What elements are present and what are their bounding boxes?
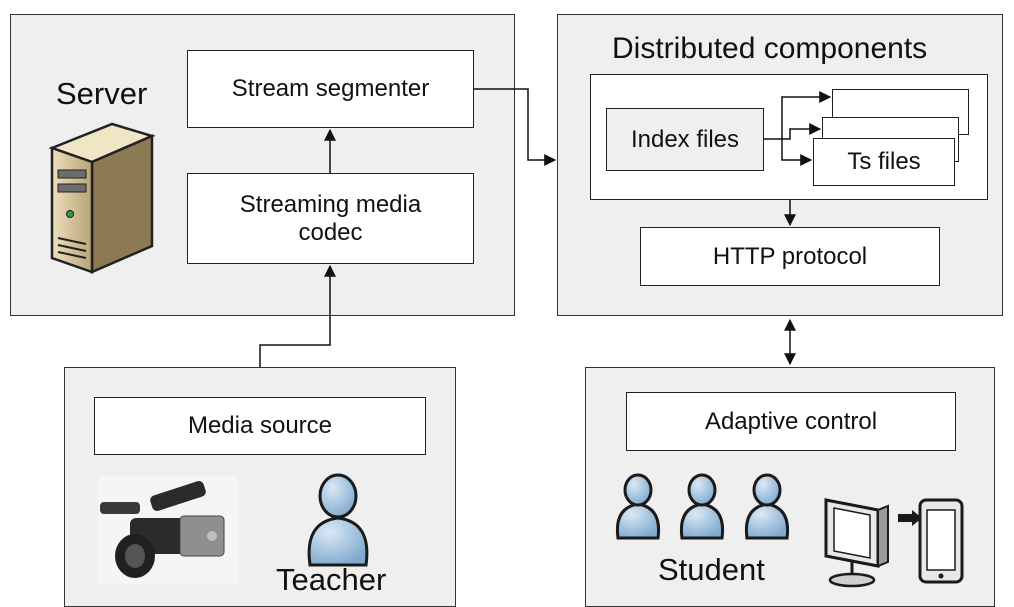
ts-files-box: Ts files — [813, 138, 955, 186]
stream-segmenter-box: Stream segmenter — [187, 50, 474, 128]
student-label: Student — [658, 552, 765, 587]
arrow-segmenter-to-distributed — [474, 88, 557, 166]
codec-label-line2: codec — [298, 218, 363, 246]
arrow-index-to-ts-front — [781, 139, 813, 166]
arrow-index-to-ts-back — [764, 91, 832, 140]
server-tower-icon — [48, 122, 156, 274]
codec-label-line1: Streaming media — [239, 190, 422, 218]
arrow-source-to-codec — [259, 264, 336, 367]
server-title: Server — [56, 76, 148, 111]
camcorder-icon — [98, 476, 238, 584]
student-person-icon — [744, 473, 790, 540]
adaptive-control-box: Adaptive control — [626, 392, 956, 451]
teacher-label: Teacher — [276, 562, 387, 597]
tablet-icon — [918, 498, 964, 584]
sync-arrow-icon — [898, 510, 922, 526]
arrow-index-to-ts-middle — [782, 123, 822, 140]
teacher-person-icon — [307, 473, 369, 567]
index-files-box: Index files — [606, 108, 764, 171]
http-protocol-box: HTTP protocol — [640, 227, 940, 286]
student-person-icon — [615, 473, 661, 540]
monitor-icon — [824, 498, 889, 588]
distributed-components-title: Distributed components — [612, 32, 928, 65]
student-person-icon — [679, 473, 725, 540]
streaming-media-codec-box: Streaming media codec — [187, 173, 474, 264]
media-source-box: Media source — [94, 397, 426, 455]
